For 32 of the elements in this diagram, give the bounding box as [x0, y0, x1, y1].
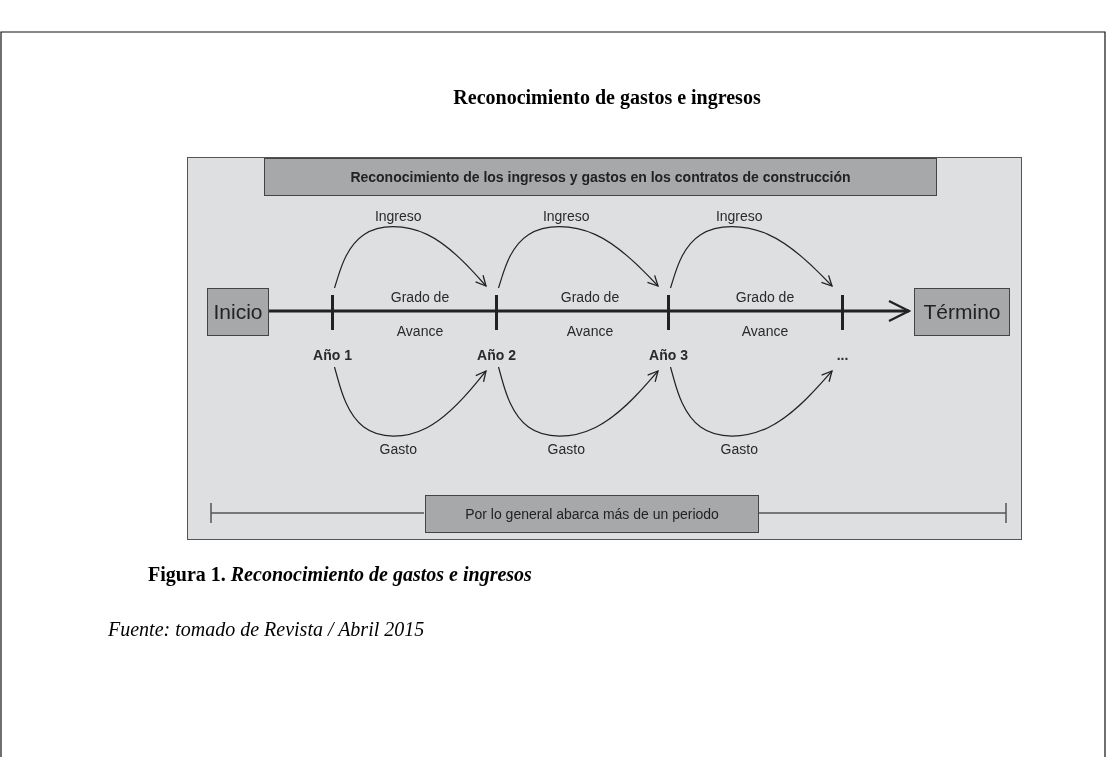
source-note: Fuente: tomado de Revista / Abril 2015 — [108, 618, 425, 641]
edge-label: Gasto — [545, 441, 587, 457]
curved-arrow — [497, 366, 659, 437]
tick-mark — [331, 295, 334, 330]
curved-arrow — [669, 366, 833, 437]
year-label: ... — [836, 347, 849, 363]
tick-mark — [667, 295, 670, 330]
panel-background — [187, 157, 1022, 540]
figure-caption: Figura 1. Reconocimiento de gastos e ingresos — [148, 563, 532, 586]
edge-label: Gasto — [377, 441, 419, 457]
tick-mark — [841, 295, 844, 330]
label-box: Término — [914, 288, 1010, 336]
axis-label: Grado de — [733, 289, 797, 305]
curved-arrow — [333, 226, 487, 289]
label-box: Reconocimiento de los ingresos y gastos en los contratos de construcción — [264, 158, 937, 196]
curved-arrow — [333, 366, 487, 437]
axis-label: Avance — [394, 323, 446, 339]
axis-label: Avance — [739, 323, 791, 339]
curved-arrow — [497, 226, 659, 289]
timeline-arrow — [269, 299, 911, 323]
edge-label: Gasto — [718, 441, 760, 457]
year-label: Año 1 — [313, 347, 352, 363]
tick-mark — [495, 295, 498, 330]
diagram-title: Reconocimiento de gastos e ingresos — [452, 86, 762, 109]
axis-label: Grado de — [388, 289, 452, 305]
label-box: Inicio — [207, 288, 269, 336]
axis-label: Avance — [564, 323, 616, 339]
curved-arrow — [669, 226, 833, 289]
year-label: Año 3 — [649, 347, 688, 363]
axis-label: Grado de — [558, 289, 622, 305]
label-box: Por lo general abarca más de un periodo — [425, 495, 759, 533]
year-label: Año 2 — [477, 347, 516, 363]
